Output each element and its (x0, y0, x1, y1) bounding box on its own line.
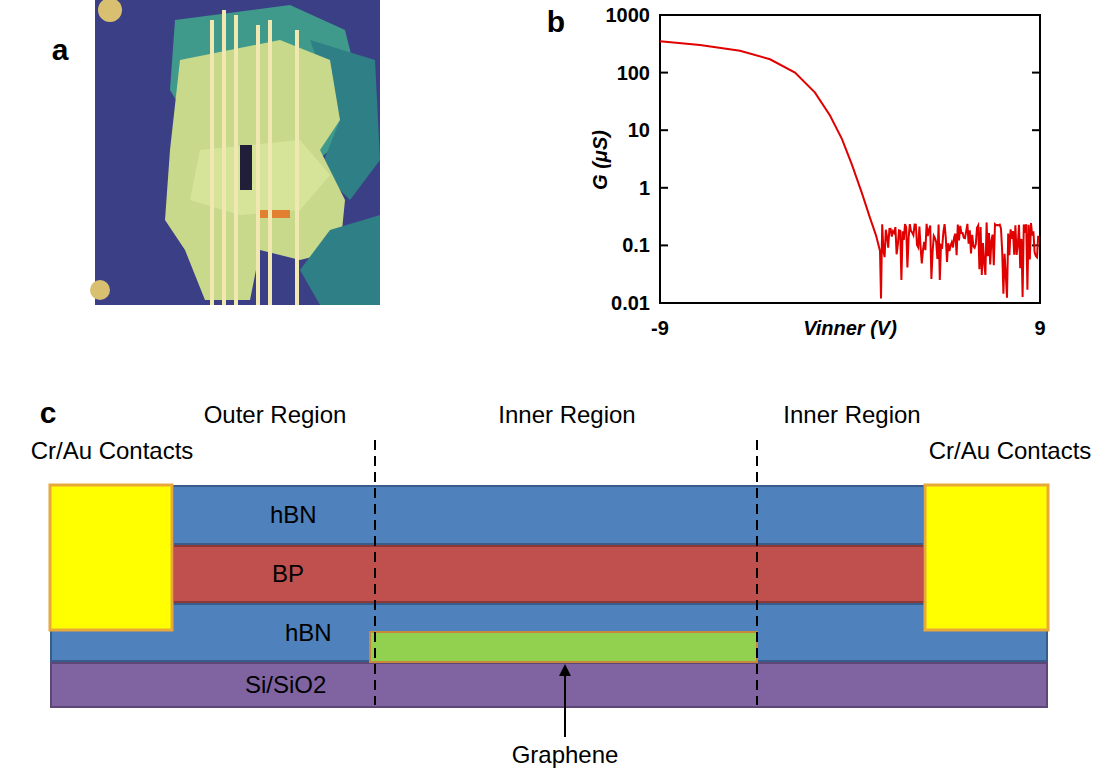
material-layer: BP (172, 545, 925, 603)
layer-name: hBN (270, 501, 317, 529)
material-layer: Si/SiO2 (50, 662, 1048, 708)
part-label: Cr/Au Contacts (31, 437, 194, 465)
region-heading: Inner Region (498, 401, 635, 429)
layer-name: hBN (285, 619, 332, 647)
tick-label: 0.01 (611, 292, 650, 315)
panel-letter: c (40, 396, 57, 431)
part-label: Graphene (512, 741, 619, 769)
panel-letter: b (547, 5, 565, 40)
tick-label: -9 (651, 317, 669, 340)
axis-title: G (μS) (589, 130, 612, 190)
layer-name: BP (272, 560, 304, 588)
tick-label: 10 (628, 119, 650, 142)
device-photo (90, 0, 380, 305)
material-layer: hBN (50, 603, 1048, 662)
region-heading: Inner Region (783, 401, 920, 429)
layer-name: Si/SiO2 (245, 671, 326, 699)
tick-label: 0.1 (622, 234, 650, 257)
tick-label: 9 (1034, 317, 1045, 340)
part-label: Cr/Au Contacts (929, 437, 1092, 465)
material-layer: hBN (172, 485, 925, 545)
conductance-plot (660, 15, 1040, 303)
region-heading: Outer Region (204, 401, 347, 429)
tick-label: 1000 (606, 4, 651, 27)
panel-letter: a (52, 33, 69, 68)
tick-label: 1 (639, 177, 650, 200)
axis-title: Vinner (V) (803, 317, 897, 340)
tick-label: 100 (617, 62, 650, 85)
